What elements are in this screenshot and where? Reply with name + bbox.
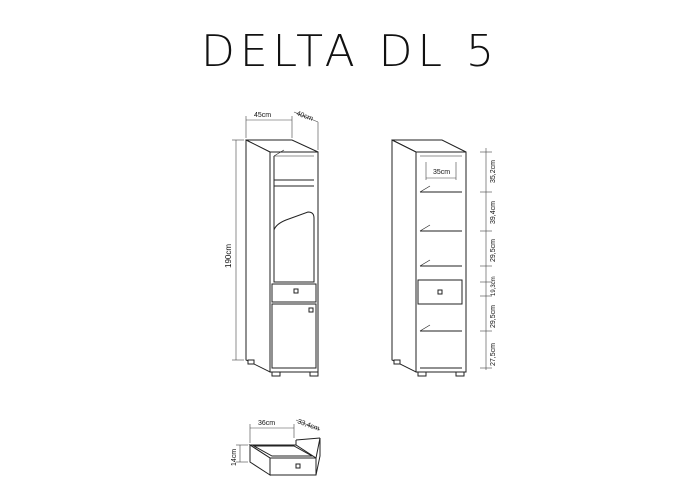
drawer-dimensions [236, 419, 321, 463]
drawer-depth-label: 33,4cm [296, 418, 320, 432]
front-depth-label: 40cm [295, 110, 314, 122]
compartment-label-5: 29,5cm [490, 305, 497, 328]
front-height-label: 190cm [224, 244, 233, 268]
shelf-inner-width-dimension [425, 162, 457, 180]
compartment-label-3: 29,5cm [490, 239, 497, 262]
shelf-view-cabinet [391, 139, 467, 377]
drawer-detail [248, 437, 321, 476]
compartment-label-1: 35,2cm [490, 160, 497, 183]
front-view-cabinet [245, 139, 319, 377]
compartment-label-2: 39,4cm [490, 201, 497, 224]
shelf-height-dimensions [480, 148, 492, 370]
product-title: DELTA DL 5 [200, 26, 500, 77]
drawer-width-label: 36cm [258, 420, 275, 427]
front-view-dimensions [232, 111, 319, 361]
drawer-height-label: 14cm [231, 449, 238, 466]
front-width-label: 45cm [254, 112, 271, 119]
compartment-label-6: 27,5cm [490, 343, 497, 366]
compartment-label-4: 19,3cm [491, 276, 497, 296]
shelf-inner-width-label: 35cm [433, 169, 450, 176]
